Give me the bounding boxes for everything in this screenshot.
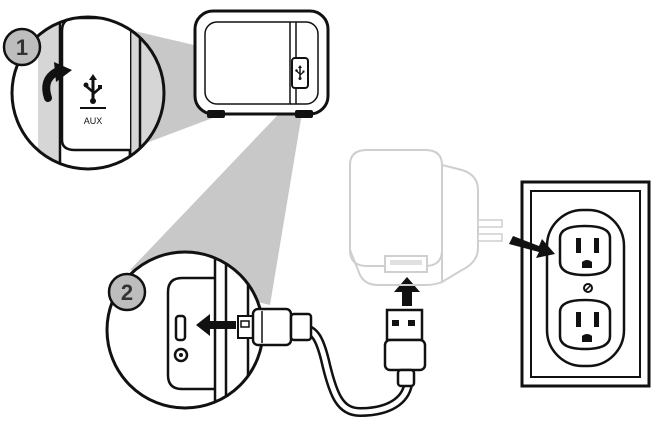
step-badge-1: 1	[2, 27, 42, 67]
detail-circle-aux	[10, 15, 166, 171]
svg-text:1: 1	[16, 35, 28, 60]
up-arrow-icon	[394, 277, 420, 306]
speaker	[193, 9, 330, 118]
usb-a-plug	[383, 308, 427, 388]
step-badge-2: 2	[107, 272, 147, 312]
left-arrow-icon	[196, 314, 236, 336]
micro-usb-port	[174, 314, 187, 342]
rotate-arrow-icon	[42, 62, 72, 102]
usb-icon	[295, 65, 305, 80]
wall-charger	[349, 149, 503, 286]
wall-outlet	[520, 180, 651, 388]
usb-cable	[250, 323, 413, 418]
aux-port	[173, 347, 189, 363]
svg-text:2: 2	[121, 280, 133, 305]
aux-label: AUX	[84, 116, 103, 126]
diagonal-arrow-icon	[509, 236, 555, 258]
usb-icon	[83, 74, 102, 104]
micro-usb-plug	[237, 307, 313, 347]
